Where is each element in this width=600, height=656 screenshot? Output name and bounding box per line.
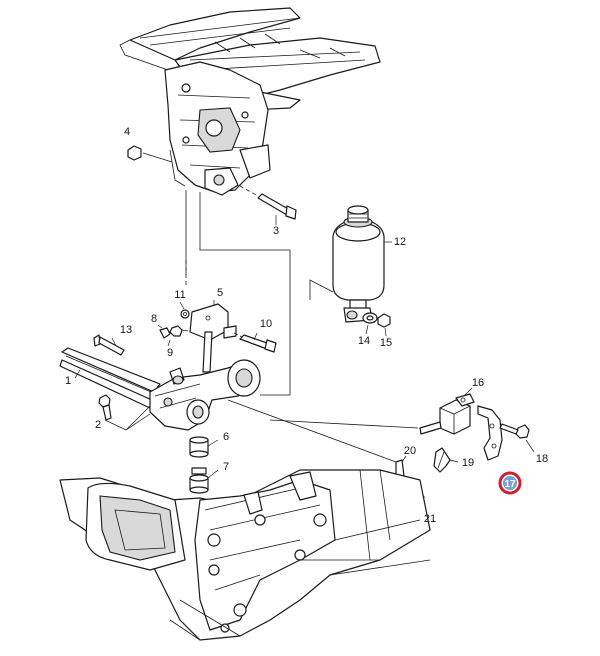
part-4-nut xyxy=(127,145,173,163)
callout-6: 6 xyxy=(223,431,229,443)
parts-14-15-washer-nut xyxy=(362,312,391,337)
part-3-bolt xyxy=(239,185,297,225)
part-13-bolt xyxy=(93,334,125,356)
callout-19: 19 xyxy=(462,457,474,469)
callout-3: 3 xyxy=(273,225,279,237)
callout-20: 20 xyxy=(404,445,416,457)
callout-14: 14 xyxy=(358,335,370,347)
callout-18: 18 xyxy=(536,453,548,465)
callout-9: 9 xyxy=(167,347,173,359)
callout-16: 16 xyxy=(472,377,484,389)
callout-10: 10 xyxy=(260,318,272,330)
callout-17: 17 xyxy=(504,479,516,490)
callout-15: 15 xyxy=(380,337,392,349)
chassis-crossmember xyxy=(59,469,431,641)
callout-2: 2 xyxy=(95,419,101,431)
parts-8-9-11-hardware xyxy=(157,301,190,347)
control-arm-assembly xyxy=(149,359,261,431)
callout-4: 4 xyxy=(124,126,130,138)
callout-7: 7 xyxy=(223,461,229,473)
callout-17-highlight[interactable]: 17 xyxy=(498,471,522,495)
callout-labels: 1 2 3 4 5 6 7 8 9 10 11 12 13 14 15 16 1… xyxy=(65,126,548,525)
part-2-bolt xyxy=(98,394,151,431)
callout-8: 8 xyxy=(151,313,157,325)
part-5-bracket xyxy=(189,300,237,373)
callout-13: 13 xyxy=(120,324,132,336)
callout-11: 11 xyxy=(174,289,185,301)
callout-12: 12 xyxy=(394,236,406,248)
callout-5: 5 xyxy=(217,287,223,299)
part-10-bolt xyxy=(233,332,277,353)
part-12-air-spring xyxy=(309,205,392,323)
body-frame-section xyxy=(119,7,381,196)
highlight-fill xyxy=(503,476,517,490)
callout-21: 21 xyxy=(424,513,436,525)
part-1-frame-rail xyxy=(59,347,161,409)
parts-6-7-bushings xyxy=(189,436,219,494)
callout-1: 1 xyxy=(65,375,71,387)
